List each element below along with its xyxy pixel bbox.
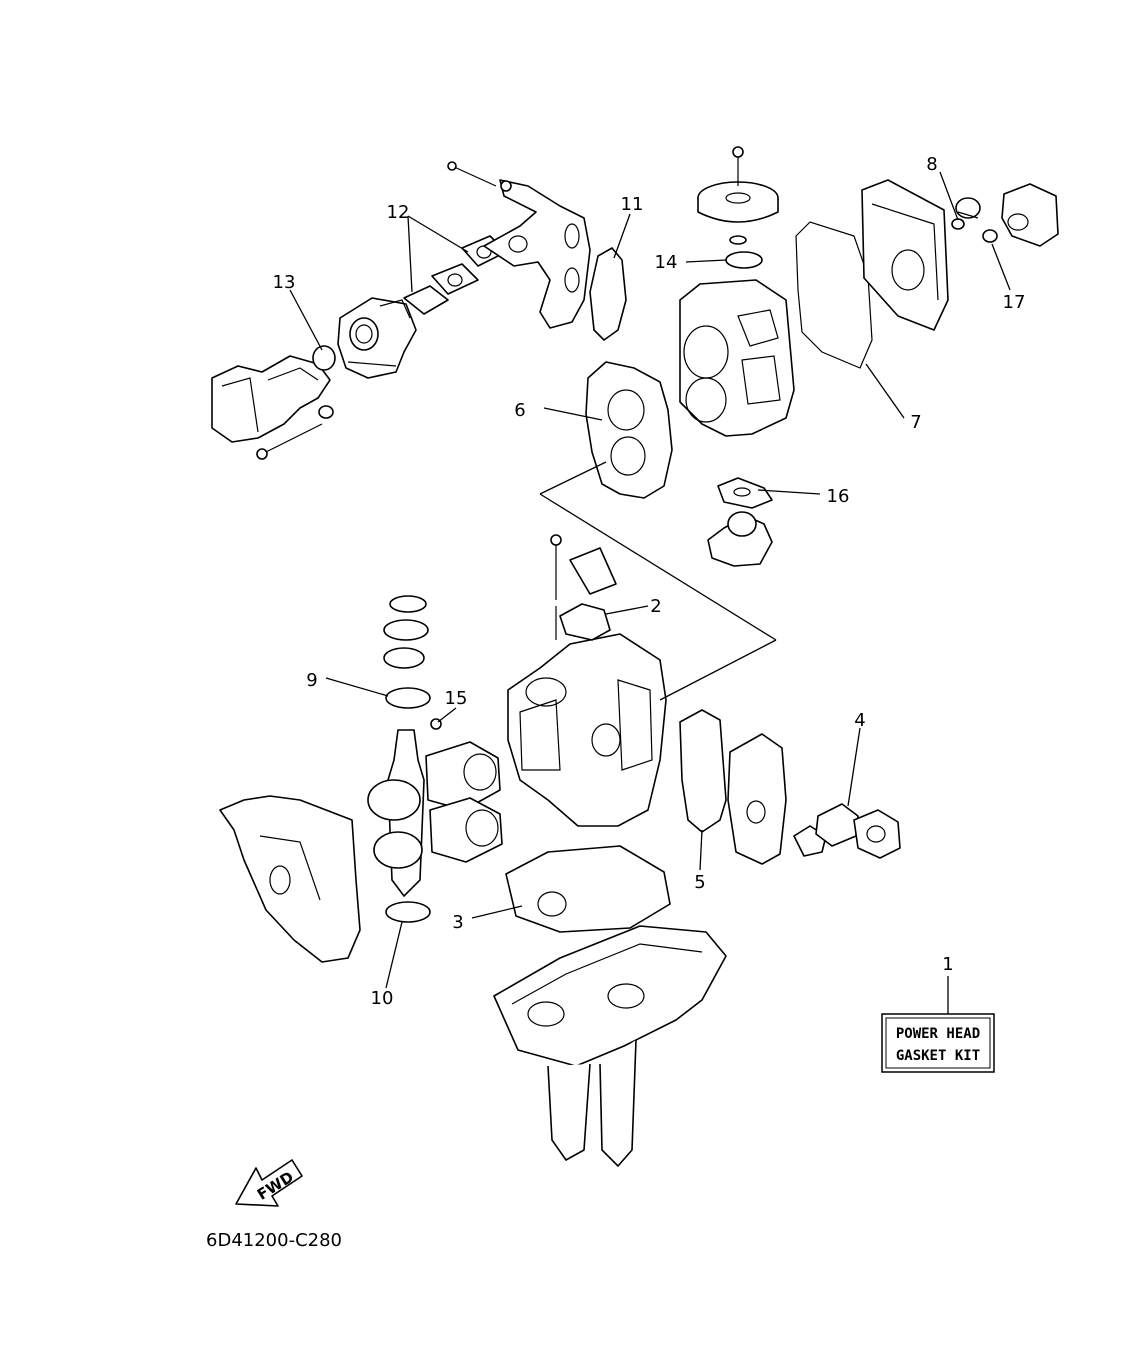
plug-8 [955,197,981,219]
air-silencer [211,355,334,460]
callout-5: 5 [694,872,705,893]
callout-1: 1 [942,954,953,975]
thermostat-cap [1001,183,1059,247]
cover-plate [861,179,949,331]
callout-17: 17 [1003,292,1026,313]
flywheel-pulley [697,146,779,245]
exhaust-guide [493,925,727,1167]
carburetor [337,297,417,379]
crankshaft [367,729,425,897]
o-ring-13 [312,345,336,371]
oil-seal-10 [385,901,431,923]
oil-seal-9 [385,687,431,709]
gasket-2 [559,603,611,641]
callout-2: 2 [650,596,661,617]
cylinder-block [507,606,667,827]
water-pump-housing [707,511,773,567]
bore-hole [607,389,645,431]
gasket-4 [815,803,859,847]
gasket-7 [795,221,873,369]
callout-16: 16 [827,486,850,507]
callout-9: 9 [306,670,317,691]
callout-12: 12 [387,202,410,223]
callout-8: 8 [926,154,937,175]
crankcase-half [219,795,361,963]
thermostat-cover [853,809,901,859]
exhaust-cover [727,733,787,865]
water-pump-gasket-16 [717,477,773,509]
leader-lines [289,171,1011,1014]
callout-4: 4 [854,710,865,731]
kit-label-line1: POWER HEAD [896,1026,980,1042]
fwd-arrow: FWD [235,1159,303,1207]
callout-14: 14 [655,252,678,273]
callout-labels: 1 2 3 4 5 6 7 8 9 10 11 12 13 14 15 16 1… [273,154,1026,1009]
gasket-hole [537,891,567,917]
gasket-kit-label: POWER HEAD GASKET KIT [881,1013,995,1073]
gasket-5 [679,709,727,833]
kit-label-line2: GASKET KIT [896,1048,980,1064]
cylinder-head [679,279,795,437]
o-ring-8 [951,218,965,230]
callout-3: 3 [452,912,463,933]
callout-6: 6 [514,400,525,421]
thermostat-bracket [550,534,617,600]
gasket-11 [589,247,627,341]
intake-manifold [447,161,591,329]
bearing-stack [383,595,429,669]
o-ring-17 [982,229,998,243]
gasket-3 [505,845,671,933]
callout-15: 15 [445,688,468,709]
piston-assembly [425,741,503,863]
oil-seal-14 [725,251,763,269]
bore-hole [610,436,646,476]
figure-code: 6D41200-C280 [206,1230,342,1251]
callout-7: 7 [910,412,921,433]
callout-11: 11 [621,194,644,215]
callout-10: 10 [371,988,394,1009]
callout-13: 13 [273,272,296,293]
